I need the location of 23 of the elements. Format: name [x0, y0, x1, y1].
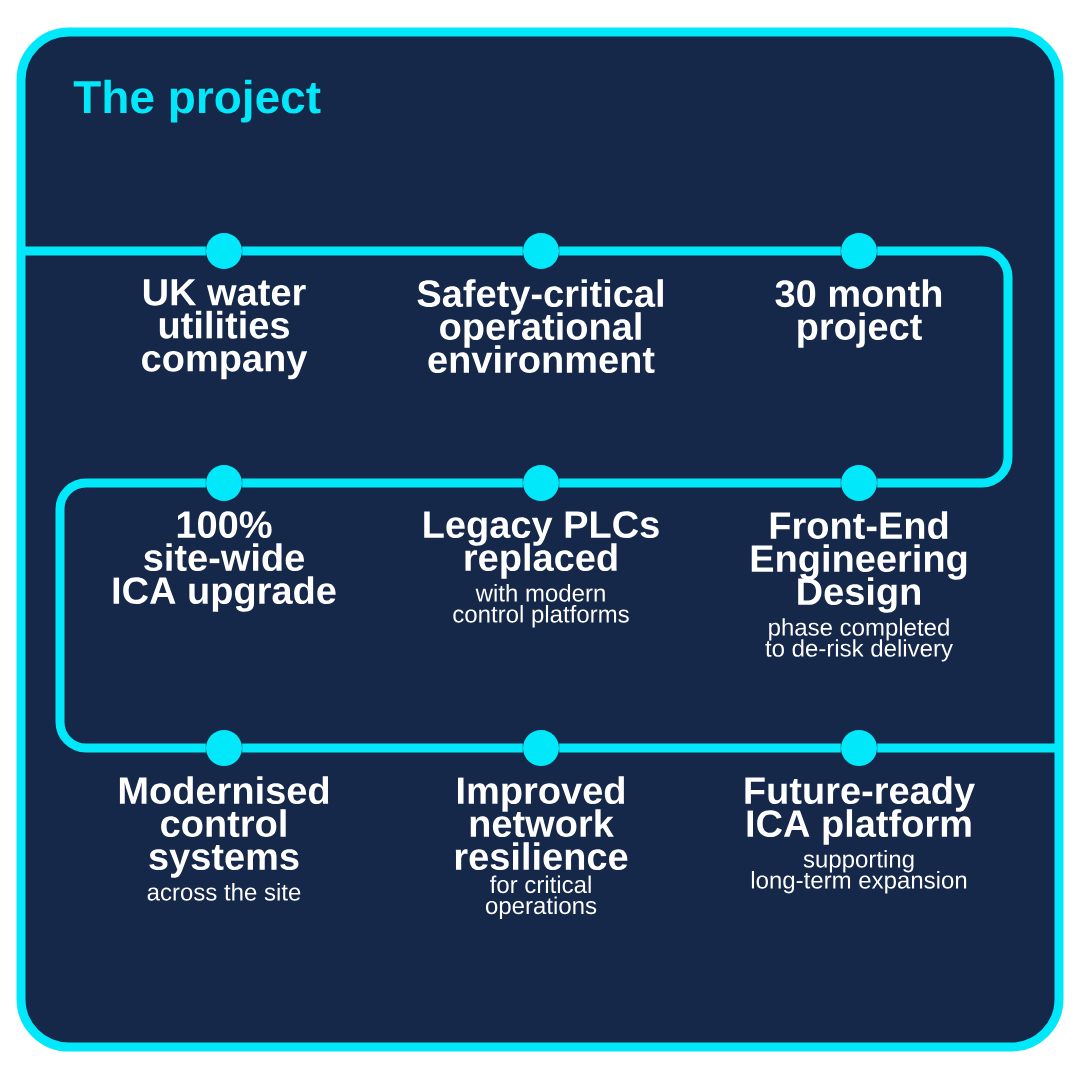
milestone-title: 100% site-wide ICA upgrade [113, 511, 336, 612]
milestone-note: for critical operations [485, 875, 597, 919]
milestone-note: supporting long-term expansion [751, 850, 967, 894]
timeline-line [242, 743, 523, 753]
timeline-line [559, 743, 841, 753]
milestone-title: Safety-critical operational environment [417, 279, 663, 374]
milestone-note: phase completed to de-risk delivery [765, 618, 953, 662]
title: The project [73, 79, 321, 123]
milestone-title: Modernised control systems [119, 776, 329, 878]
timeline-line [55, 478, 206, 753]
timeline-line [559, 478, 841, 488]
timeline-line [877, 246, 1013, 488]
milestone-title: 30 month project [775, 279, 942, 348]
milestone-note: with modern control platforms [453, 584, 629, 628]
timeline-line [242, 478, 523, 488]
milestone-note: across the site [147, 883, 301, 901]
timeline-line [242, 246, 523, 256]
milestone-title: Legacy PLCs replaced [424, 511, 659, 579]
timeline-line [559, 246, 841, 256]
milestone-title: Improved network resilience [455, 776, 628, 871]
milestone-title: UK water utilities company [142, 279, 308, 380]
milestone-title: Front-End Engineering Design [751, 511, 967, 613]
milestone-title: Future-ready ICA platform [745, 776, 975, 845]
